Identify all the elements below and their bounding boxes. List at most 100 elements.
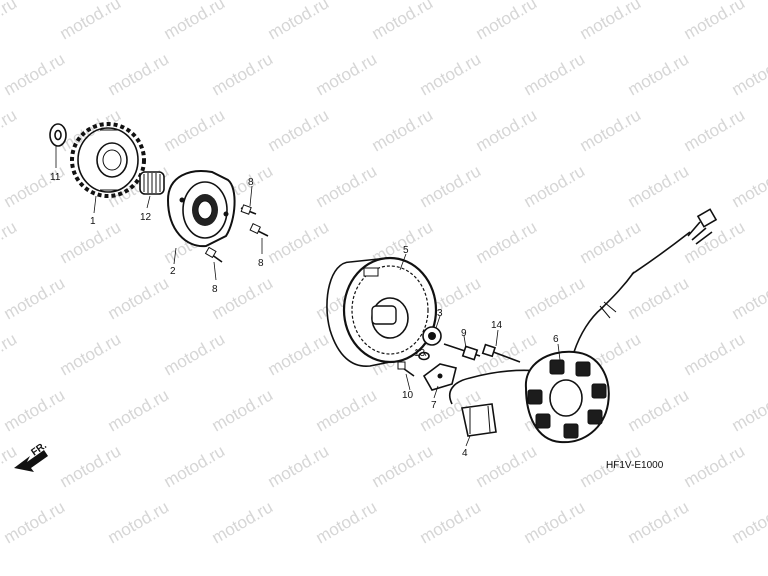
watermark-text: motod.ru xyxy=(681,217,749,267)
watermark-text: motod.ru xyxy=(521,49,589,99)
watermark-text: motod.ru xyxy=(417,49,485,99)
watermark-text: motod.ru xyxy=(369,0,437,43)
watermark-text: motod.ru xyxy=(265,329,333,379)
watermark-text: motod.ru xyxy=(625,385,693,435)
starter-clutch-part xyxy=(166,170,236,248)
watermark-text: motod.ru xyxy=(105,497,173,547)
screw-10-part xyxy=(397,361,415,377)
callout-8-right: 8 xyxy=(258,258,264,269)
watermark-text: motod.ru xyxy=(105,385,173,435)
watermark-text: motod.ru xyxy=(625,273,693,323)
watermark-text: motod.ru xyxy=(577,105,645,155)
watermark-text: motod.ru xyxy=(625,49,693,99)
watermark-text: motod.ru xyxy=(473,105,541,155)
watermark-text: motod.ru xyxy=(729,497,768,547)
callout-3: 3 xyxy=(437,308,443,319)
watermark-text: motod.ru xyxy=(729,273,768,323)
callout-10: 10 xyxy=(402,390,414,401)
watermark-text: motod.ru xyxy=(57,329,125,379)
wire-clamp-part xyxy=(422,363,457,391)
callout-5: 5 xyxy=(403,245,409,256)
callout-6: 6 xyxy=(553,334,559,345)
diagram-code: HF1V-E1000 xyxy=(606,460,664,471)
stator-part xyxy=(524,208,718,444)
watermark-text: motod.ru xyxy=(1,385,69,435)
watermark-text: motod.ru xyxy=(473,441,541,491)
watermark-text: motod.ru xyxy=(473,0,541,43)
watermark-text: motod.ru xyxy=(1,497,69,547)
watermark-text: motod.ru xyxy=(625,497,693,547)
bolt-14-part xyxy=(481,343,521,363)
watermark-text: motod.ru xyxy=(209,273,277,323)
watermark-text: motod.ru xyxy=(0,329,20,379)
watermark-text: motod.ru xyxy=(625,161,693,211)
watermark-text: motod.ru xyxy=(729,161,768,211)
watermark-text: motod.ru xyxy=(161,0,229,43)
callout-9: 9 xyxy=(461,328,467,339)
watermark-text: motod.ru xyxy=(729,49,768,99)
watermark-text: motod.ru xyxy=(161,441,229,491)
bolt-8-upper xyxy=(240,204,257,215)
flywheel-part xyxy=(326,256,438,367)
watermark-text: motod.ru xyxy=(313,49,381,99)
watermark-text: motod.ru xyxy=(417,161,485,211)
watermark-text: motod.ru xyxy=(313,161,381,211)
watermark-text: motod.ru xyxy=(369,441,437,491)
watermark-text: motod.ru xyxy=(161,105,229,155)
watermark-text: motod.ru xyxy=(57,0,125,43)
watermark-text: motod.ru xyxy=(265,217,333,267)
callout-4: 4 xyxy=(462,448,468,459)
front-direction-arrow: FR. xyxy=(14,440,49,472)
watermark-text: motod.ru xyxy=(161,329,229,379)
watermark-text: motod.ru xyxy=(417,497,485,547)
watermark-text: motod.ru xyxy=(105,273,173,323)
watermark-text: motod.ru xyxy=(265,441,333,491)
watermark-text: motod.ru xyxy=(57,441,125,491)
driven-gear-part xyxy=(70,122,146,198)
callout-11: 11 xyxy=(50,172,61,183)
callout-8-top: 8 xyxy=(248,177,254,188)
watermark-text: motod.ru xyxy=(1,161,69,211)
watermark-text: motod.ru xyxy=(209,385,277,435)
watermark-text: motod.ru xyxy=(105,49,173,99)
pulser-generator-part xyxy=(448,369,549,437)
watermark-text: motod.ru xyxy=(1,273,69,323)
callout-8-bottom: 8 xyxy=(212,284,218,295)
watermark-text: motod.ru xyxy=(521,497,589,547)
callout-14: 14 xyxy=(491,320,503,331)
watermark-text: motod.ru xyxy=(681,441,749,491)
bolt-9-part xyxy=(443,343,481,361)
watermark-text: motod.ru xyxy=(0,0,20,43)
callout-1: 1 xyxy=(90,216,96,227)
callout-13: 13 xyxy=(414,348,426,359)
watermark-text: motod.ru xyxy=(521,273,589,323)
watermark-text: motod.ru xyxy=(521,161,589,211)
leader-lines xyxy=(55,146,561,447)
bolt-8-right xyxy=(249,223,269,237)
watermark-text: motod.ru xyxy=(681,105,749,155)
watermark-text: motod.ru xyxy=(369,105,437,155)
needle-bearing-part xyxy=(139,171,165,195)
callout-7: 7 xyxy=(431,400,437,411)
callout-2: 2 xyxy=(170,266,176,277)
watermark-text: motod.ru xyxy=(681,329,749,379)
watermark-text: motod.ru xyxy=(265,105,333,155)
watermark-text: motod.ru xyxy=(0,217,20,267)
watermark-text: motod.ru xyxy=(729,385,768,435)
callout-12: 12 xyxy=(140,212,152,223)
bolt-8-lower xyxy=(204,246,223,263)
watermark-text: motod.ru xyxy=(209,49,277,99)
watermark-text: motod.ru xyxy=(0,105,20,155)
nut-part xyxy=(422,326,442,346)
washer-part xyxy=(49,123,67,147)
watermark-text: motod.ru xyxy=(209,497,277,547)
watermark-text: motod.ru xyxy=(473,217,541,267)
watermark-text: motod.ru xyxy=(1,49,69,99)
watermark-text: motod.ru xyxy=(577,0,645,43)
watermark-text: motod.ru xyxy=(265,0,333,43)
callouts: 11 1 12 2 8 8 8 5 3 9 13 14 10 7 4 6 xyxy=(50,172,559,459)
watermark-text: motod.ru xyxy=(577,217,645,267)
watermark-text: motod.ru xyxy=(313,385,381,435)
